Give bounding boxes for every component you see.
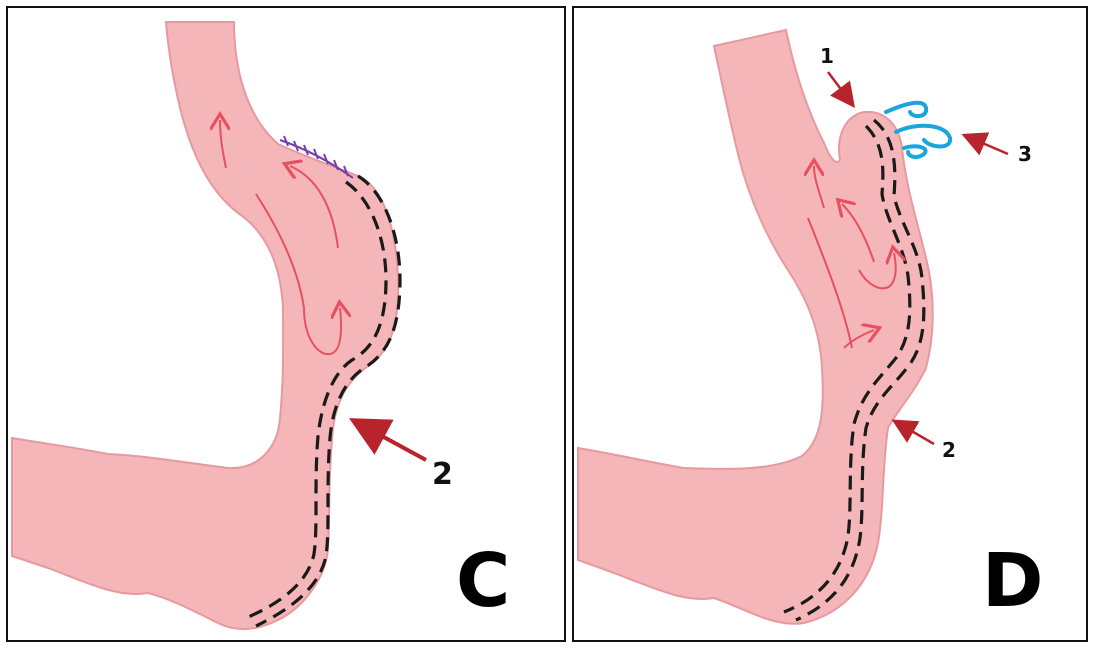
organ-silhouette [578,30,933,624]
callout-1: 1 [820,46,834,66]
callout-2: 2 [432,460,453,490]
pointer-arrow-icon [828,72,852,104]
pointer-arrow-icon [896,422,934,444]
panel-letter: D [982,544,1043,618]
panel-letter: C [456,544,510,618]
callout-3: 3 [1018,144,1032,164]
panel-d: 1 3 2 D [572,6,1088,642]
pointer-arrow-icon [966,136,1008,154]
pointer-arrow-icon [356,422,426,460]
panel-c: 2 C [6,6,566,642]
callout-2: 2 [942,440,956,460]
